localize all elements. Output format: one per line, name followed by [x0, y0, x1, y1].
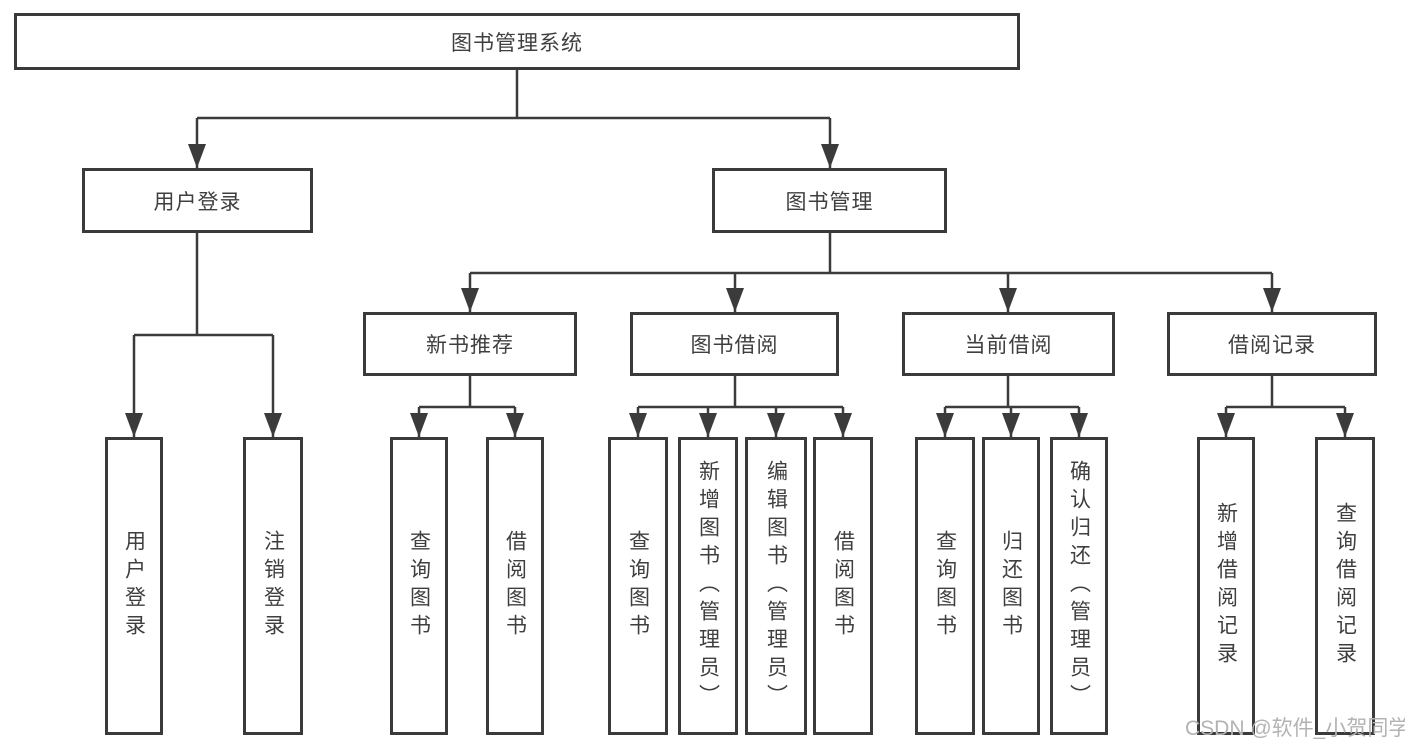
connector-current-borrow-bus [945, 376, 1079, 409]
leaf-borrowing-borrow-books-label: 借阅图书 [831, 530, 855, 642]
leaf-add-borrow-record-label: 新增借阅记录 [1214, 502, 1238, 670]
leaf-query-borrow-record-label: 查询借阅记录 [1333, 502, 1357, 670]
leaf-user-login-label: 用户登录 [122, 530, 146, 642]
leaf-borrowing-query-books: 查询图书 [608, 437, 668, 735]
leaf-add-books-admin: 新增图书（管理员） [678, 437, 738, 735]
node-root-label: 图书管理系统 [451, 31, 583, 55]
leaf-return-books-label: 归还图书 [999, 530, 1023, 642]
leaf-current-query-books: 查询图书 [915, 437, 975, 735]
leaf-newbook-query-books: 查询图书 [390, 437, 448, 735]
connector-book-mgmt-bus [470, 233, 1272, 275]
connector-new-book-bus [419, 376, 515, 409]
node-borrowing-records-label: 借阅记录 [1228, 334, 1316, 357]
leaf-logout: 注销登录 [243, 437, 303, 735]
leaf-edit-books-admin: 编辑图书（管理员） [745, 437, 807, 735]
connector-root-bus [197, 70, 830, 120]
node-root-system: 图书管理系统 [14, 13, 1020, 70]
leaf-newbook-borrow-books: 借阅图书 [486, 437, 544, 735]
leaf-confirm-return-admin: 确认归还（管理员） [1050, 437, 1108, 735]
leaf-add-books-admin-label: 新增图书（管理员） [696, 460, 720, 712]
connector-book-borrow-bus [638, 376, 843, 409]
node-borrowing-records: 借阅记录 [1167, 312, 1377, 376]
leaf-logout-label: 注销登录 [261, 530, 285, 642]
csdn-watermark: CSDN @软件_小贺同学 [1185, 717, 1405, 740]
leaf-confirm-return-admin-label: 确认归还（管理员） [1067, 460, 1091, 712]
node-new-book-recommend: 新书推荐 [363, 312, 577, 376]
leaf-query-borrow-record: 查询借阅记录 [1315, 437, 1375, 735]
node-new-book-recommend-label: 新书推荐 [426, 334, 514, 357]
node-book-management-label: 图书管理 [785, 190, 874, 214]
leaf-user-login: 用户登录 [105, 437, 163, 735]
leaf-return-books: 归还图书 [982, 437, 1040, 735]
leaf-current-query-books-label: 查询图书 [933, 530, 957, 642]
connector-borrow-records-bus [1226, 376, 1345, 409]
node-current-borrowing-label: 当前借阅 [964, 334, 1053, 357]
node-book-borrowing: 图书借阅 [630, 312, 839, 376]
leaf-newbook-borrow-books-label: 借阅图书 [503, 530, 527, 642]
node-user-login: 用户登录 [82, 168, 313, 233]
leaf-newbook-query-books-label: 查询图书 [407, 530, 431, 642]
node-current-borrowing: 当前借阅 [902, 312, 1115, 376]
node-book-borrowing-label: 图书借阅 [690, 334, 779, 357]
leaf-borrowing-borrow-books: 借阅图书 [813, 437, 873, 735]
node-book-management: 图书管理 [712, 168, 947, 233]
node-user-login-label: 用户登录 [153, 190, 242, 214]
leaf-borrowing-query-books-label: 查询图书 [626, 530, 650, 642]
connector-user-login-bus [134, 233, 273, 337]
leaf-edit-books-admin-label: 编辑图书（管理员） [764, 460, 788, 712]
leaf-add-borrow-record: 新增借阅记录 [1197, 437, 1255, 735]
